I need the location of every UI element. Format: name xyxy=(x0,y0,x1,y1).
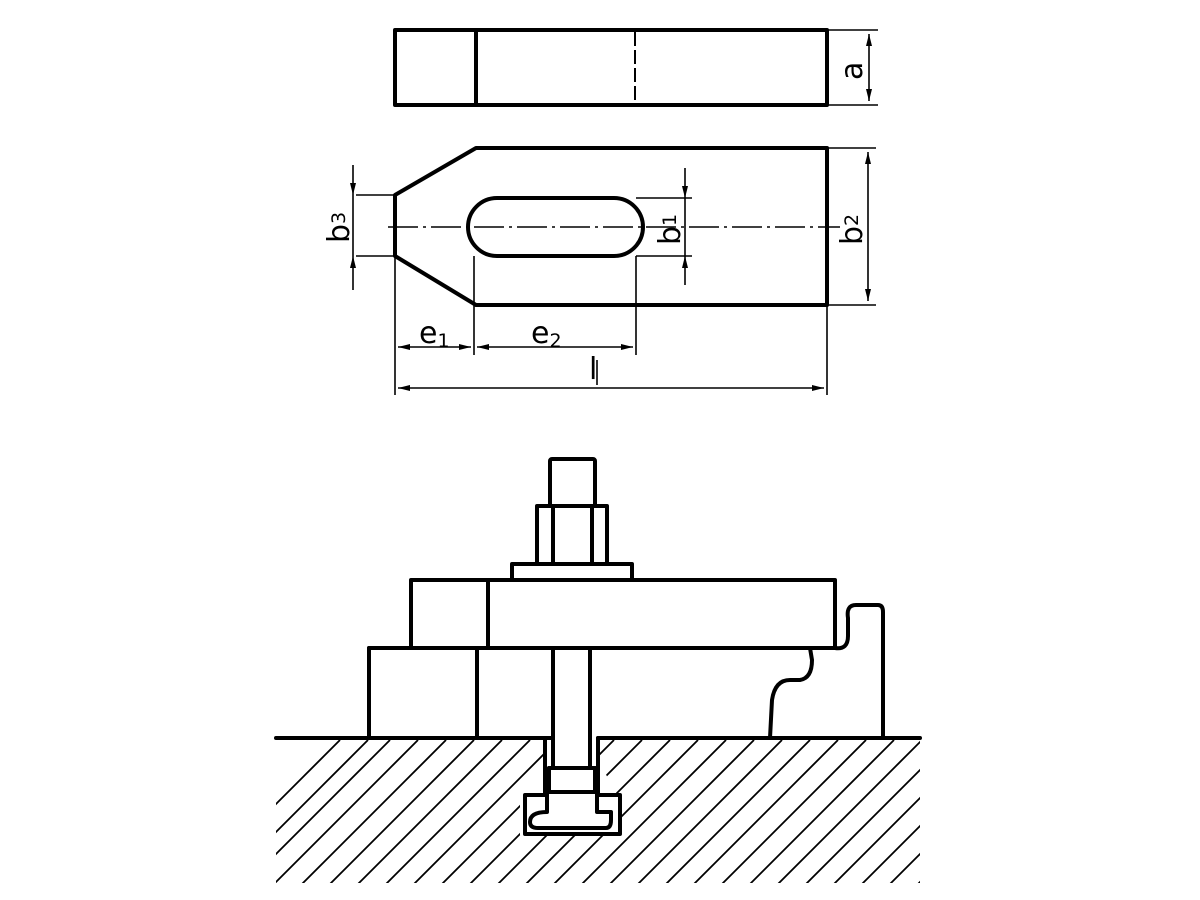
dim-label-a: a xyxy=(835,62,870,80)
dim-label-l-text: l xyxy=(589,352,598,387)
assembly-view xyxy=(270,457,930,900)
dim-label-b2: b2 xyxy=(835,214,870,245)
dim-label-b1: b1 xyxy=(653,214,688,245)
dim-label-e2: e2 xyxy=(531,316,562,352)
table-hatching xyxy=(276,740,920,900)
dim-label-e1: e1 xyxy=(419,316,450,352)
dim-label-b3: b3 xyxy=(322,212,357,243)
side-view: a xyxy=(393,28,878,107)
plan-view: b3 b1 b2 e1 e2 l xyxy=(322,146,876,395)
